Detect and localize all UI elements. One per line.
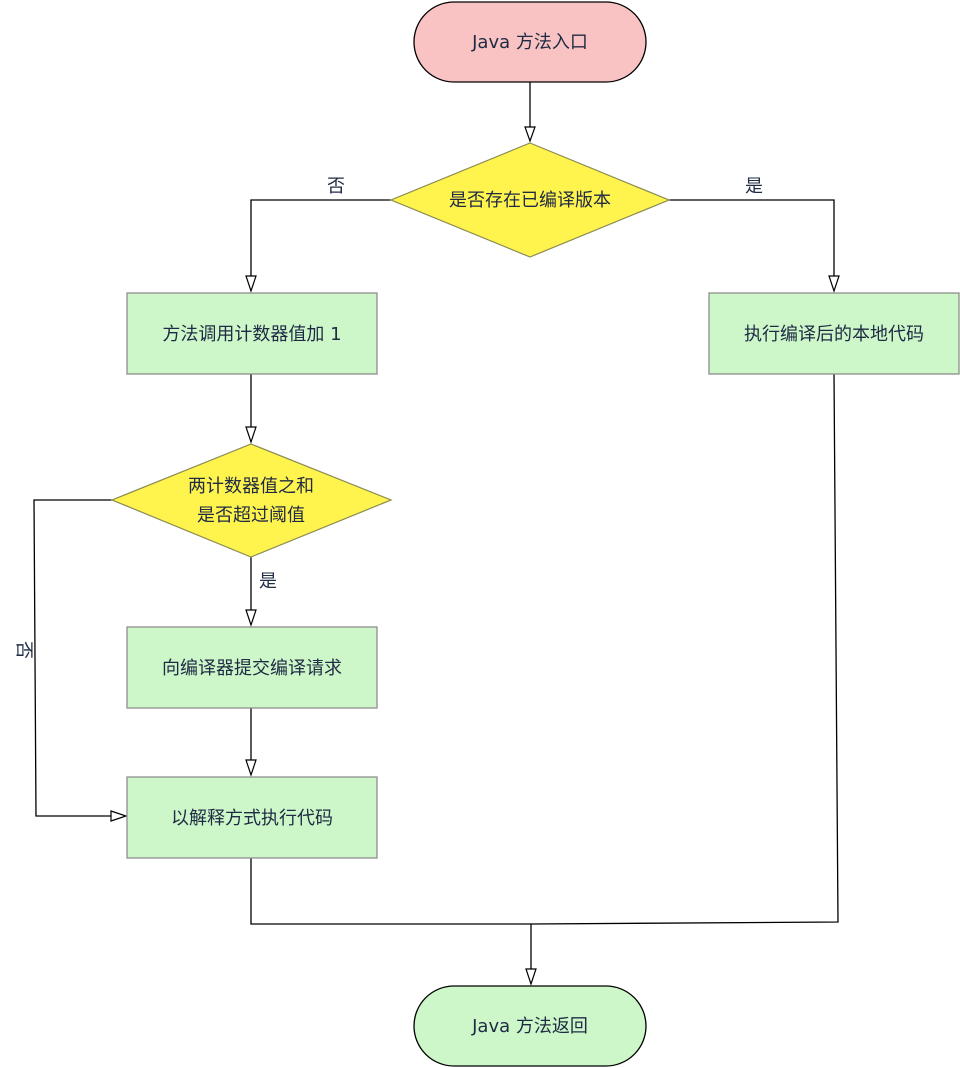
edge-native-to-merge [530, 373, 839, 925]
arrowhead-end [525, 968, 537, 986]
arrowhead-submit-compile [245, 609, 257, 627]
edge-compiled-yes [669, 199, 835, 277]
run-native-node: 执行编译后的本地代码 [708, 292, 960, 375]
increment-counter-shape [126, 292, 378, 375]
start-node: Java 方法入口 [413, 1, 647, 83]
edge-interpret-to-merge [250, 858, 531, 925]
end-label: Java 方法返回 [471, 1016, 588, 1037]
arrowhead-run-native [828, 275, 840, 293]
edge-label-compiled-yes: 是 [745, 176, 763, 197]
edge-label-threshold-yes: 是 [259, 571, 277, 592]
check-threshold-label-line2: 是否超过阈值 [197, 505, 305, 526]
check-threshold-node: 两计数器值之和 是否超过阈值 [110, 443, 393, 558]
increment-counter-node: 方法调用计数器值加 1 [126, 292, 378, 375]
submit-compile-label: 向编译器提交编译请求 [162, 658, 342, 679]
check-compiled-node: 是否存在已编译版本 [389, 142, 671, 258]
run-native-label: 执行编译后的本地代码 [744, 324, 924, 345]
edge-compiled-no [250, 199, 391, 277]
interpret-label: 以解释方式执行代码 [171, 808, 333, 829]
run-native-shape [708, 292, 960, 375]
arrowhead-check-threshold [245, 426, 257, 444]
edge-label-compiled-no: 否 [327, 176, 345, 197]
submit-compile-shape [126, 626, 378, 709]
arrowhead-check-compiled [524, 126, 536, 143]
check-compiled-label: 是否存在已编译版本 [449, 190, 611, 211]
end-node: Java 方法返回 [413, 985, 647, 1067]
edge-label-threshold-no: 否 [13, 641, 34, 659]
arrowhead-interpret-side [110, 810, 128, 822]
arrowhead-interpret [245, 759, 257, 777]
check-threshold-label-line1: 两计数器值之和 [188, 476, 314, 497]
end-shape [413, 985, 647, 1067]
start-label: Java 方法入口 [471, 32, 588, 53]
check-compiled-shape [389, 142, 671, 258]
submit-compile-node: 向编译器提交编译请求 [126, 626, 378, 709]
arrowhead-increment-counter [245, 275, 257, 293]
interpret-shape [126, 776, 378, 859]
interpret-node: 以解释方式执行代码 [126, 776, 378, 859]
increment-counter-label: 方法调用计数器值加 1 [162, 324, 341, 345]
edge-threshold-no [33, 499, 112, 817]
check-threshold-shape [110, 443, 393, 558]
start-shape [413, 1, 647, 83]
